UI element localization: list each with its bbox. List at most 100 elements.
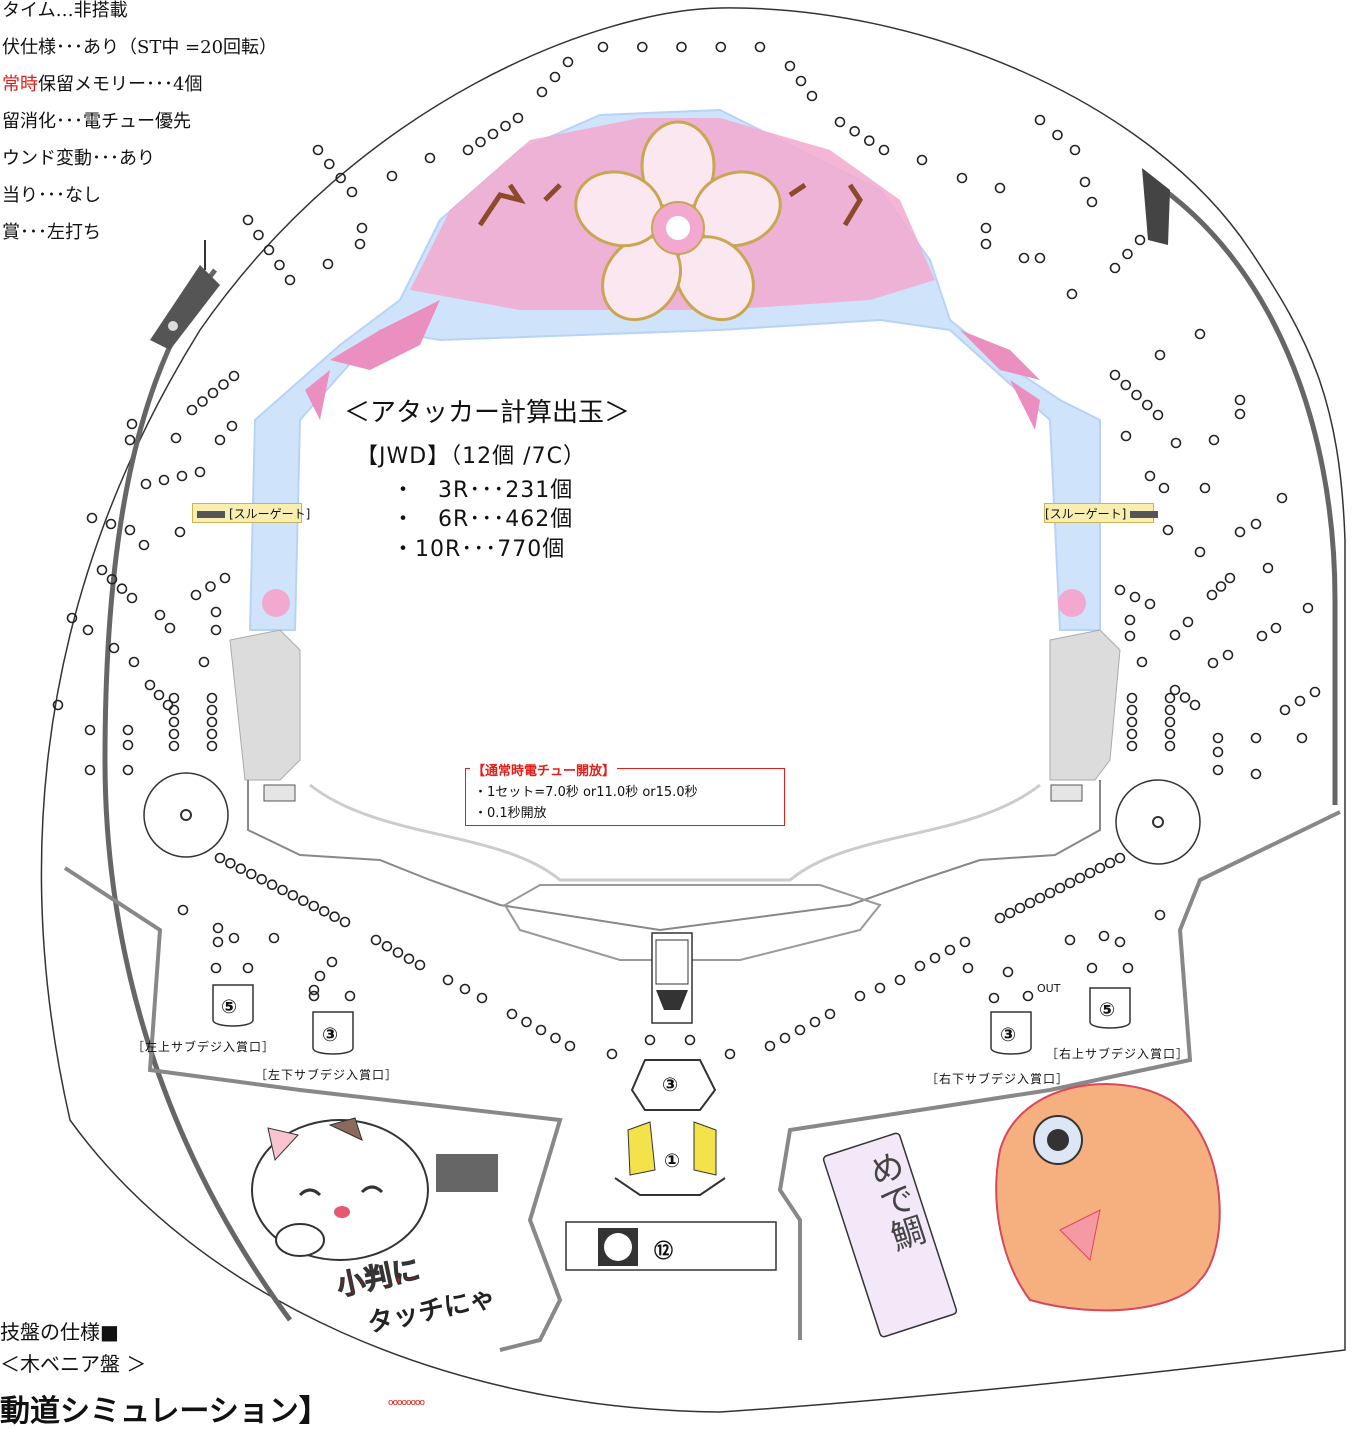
nail xyxy=(1256,630,1268,642)
nail xyxy=(1182,616,1194,628)
nail xyxy=(206,704,218,716)
nail xyxy=(1126,728,1138,740)
nail xyxy=(164,622,176,634)
nail xyxy=(1022,990,1034,1002)
left-upper-pocket-num: ⑤ xyxy=(221,996,238,1018)
nail xyxy=(424,152,436,164)
left-lower-pocket-label: ［左下サブデジ入賞口］ xyxy=(255,1068,399,1082)
nail xyxy=(1276,492,1288,504)
left-wing xyxy=(627,1121,656,1176)
nail xyxy=(206,728,218,740)
nail xyxy=(197,396,208,407)
nail xyxy=(386,170,398,182)
nail xyxy=(168,716,180,728)
nail xyxy=(878,144,890,156)
nail xyxy=(1164,716,1176,728)
nail xyxy=(487,128,499,140)
nail xyxy=(153,689,165,701)
footer-dots-icon: oooooooo xyxy=(388,1398,425,1408)
nail xyxy=(1208,434,1220,446)
nail xyxy=(1144,598,1156,610)
nail xyxy=(1158,482,1170,494)
nail xyxy=(1114,584,1126,596)
nail xyxy=(144,679,156,691)
nail xyxy=(1189,699,1201,711)
nail xyxy=(475,136,486,148)
nail xyxy=(512,112,524,124)
nail xyxy=(122,724,134,736)
nail xyxy=(476,992,488,1004)
nail xyxy=(84,724,96,736)
nail xyxy=(1120,430,1132,442)
nail xyxy=(106,573,118,585)
nail xyxy=(1131,389,1142,401)
nail xyxy=(140,478,152,490)
nail xyxy=(1212,764,1224,776)
nail xyxy=(124,434,136,446)
nail xyxy=(1122,248,1133,260)
nail xyxy=(168,740,180,752)
nail xyxy=(994,182,1006,194)
nail xyxy=(206,740,218,752)
gate-bar-icon xyxy=(1130,511,1159,518)
nail xyxy=(1034,892,1046,904)
nail xyxy=(1014,902,1026,914)
nail xyxy=(174,526,186,538)
nail xyxy=(1294,695,1306,707)
nail xyxy=(1302,602,1314,614)
nail-layer xyxy=(52,41,1321,1060)
nail xyxy=(214,852,226,864)
through-gate-right: [スルーゲート] xyxy=(1044,503,1159,523)
nail xyxy=(863,135,875,146)
nail xyxy=(1194,328,1206,340)
right-side-pocket xyxy=(1049,629,1121,781)
right-wing xyxy=(693,1121,717,1176)
right-upper-pocket-label: ［右上サブデジ入賞口］ xyxy=(1046,1047,1190,1061)
nail xyxy=(980,238,992,250)
nail xyxy=(806,90,818,102)
nail xyxy=(1074,872,1086,884)
nail xyxy=(597,41,609,53)
nail xyxy=(170,432,182,444)
nail xyxy=(1034,114,1046,126)
nail xyxy=(684,1034,696,1046)
nail xyxy=(108,642,120,654)
nail xyxy=(959,936,971,948)
spec-line-1: タイム…非搭載 xyxy=(2,0,128,21)
nail xyxy=(168,692,180,704)
nail xyxy=(210,606,222,618)
nail xyxy=(124,524,136,536)
nail xyxy=(1054,882,1066,894)
nail xyxy=(1064,877,1076,889)
nail xyxy=(1114,936,1126,948)
spec-line-5: ウンド変動･･･あり xyxy=(2,148,155,169)
footer-board-type: ＜木ベニア盤 ＞ xyxy=(0,1352,147,1376)
nail xyxy=(1164,692,1176,704)
nail xyxy=(1104,857,1116,869)
board-outline xyxy=(40,7,1346,1413)
nail xyxy=(824,1008,836,1020)
nail xyxy=(1066,288,1078,300)
nail xyxy=(1270,622,1282,634)
nail xyxy=(636,41,648,53)
nail xyxy=(809,1016,821,1028)
nail xyxy=(1234,526,1246,538)
nail xyxy=(1250,518,1262,530)
nail xyxy=(329,911,340,923)
nail xyxy=(784,60,796,72)
nail xyxy=(795,75,807,87)
nail xyxy=(794,1024,806,1036)
nail xyxy=(242,214,254,226)
nail xyxy=(205,581,216,592)
nail xyxy=(1152,409,1164,421)
nail xyxy=(1142,399,1153,411)
nail xyxy=(84,764,96,776)
nail xyxy=(356,222,368,234)
nail xyxy=(506,1008,518,1020)
nail xyxy=(1194,546,1206,558)
nail xyxy=(66,612,78,624)
nail xyxy=(1279,704,1291,716)
nail xyxy=(606,1048,618,1060)
nail xyxy=(1234,408,1246,420)
nail xyxy=(226,420,238,432)
